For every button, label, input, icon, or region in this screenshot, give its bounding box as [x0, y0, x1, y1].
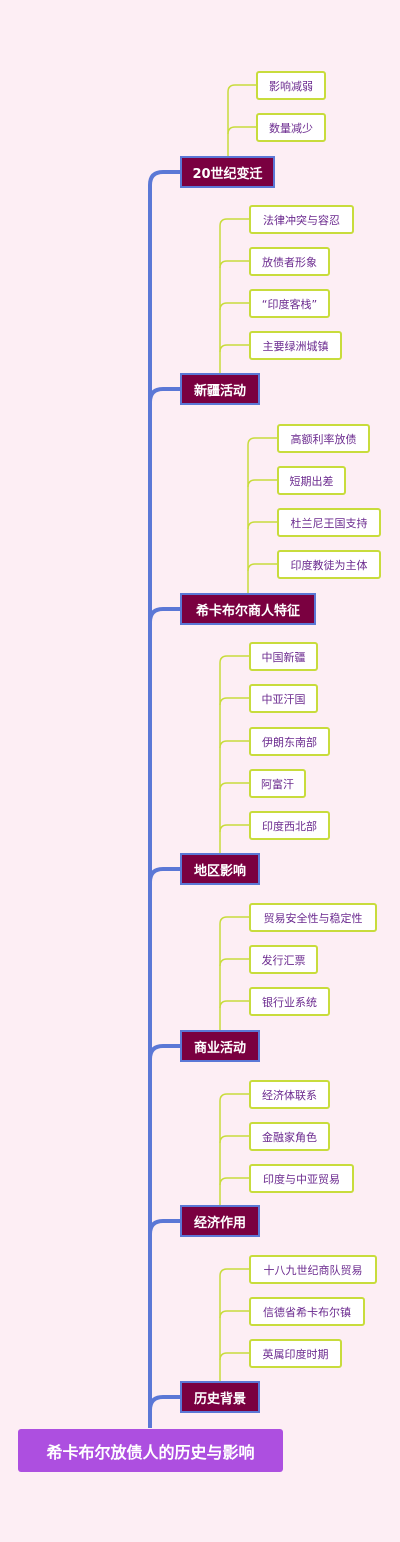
leaf-node[interactable]: 放债者形象	[249, 247, 330, 276]
branch-node-regional-influence[interactable]: 地区影响	[180, 853, 260, 885]
leaf-node[interactable]: 杜兰尼王国支持	[277, 508, 381, 537]
branch-node-historical-background[interactable]: 历史背景	[180, 1381, 260, 1413]
leaf-node[interactable]: 高额利率放债	[277, 424, 370, 453]
leaf-node[interactable]: “印度客栈”	[249, 289, 330, 318]
leaf-node[interactable]: 阿富汗	[249, 769, 306, 798]
leaf-node[interactable]: 影响减弱	[256, 71, 326, 100]
leaf-node[interactable]: 银行业系统	[249, 987, 330, 1016]
branch-node-20th-century[interactable]: 20世纪变迁	[180, 156, 275, 188]
branch-node-xinjiang[interactable]: 新疆活动	[180, 373, 260, 405]
leaf-node[interactable]: 中亚汗国	[249, 684, 318, 713]
branch-node-commerce[interactable]: 商业活动	[180, 1030, 260, 1062]
leaf-node[interactable]: 印度与中亚贸易	[249, 1164, 354, 1193]
leaf-node[interactable]: 数量减少	[256, 113, 326, 142]
leaf-node[interactable]: 英属印度时期	[249, 1339, 342, 1368]
leaf-node[interactable]: 十八九世纪商队贸易	[249, 1255, 377, 1284]
branch-node-merchant-traits[interactable]: 希卡布尔商人特征	[180, 593, 316, 625]
leaf-node[interactable]: 中国新疆	[249, 642, 318, 671]
leaf-node[interactable]: 发行汇票	[249, 945, 318, 974]
leaf-node[interactable]: 法律冲突与容忍	[249, 205, 354, 234]
branch-node-economic-role[interactable]: 经济作用	[180, 1205, 260, 1237]
leaf-node[interactable]: 贸易安全性与稳定性	[249, 903, 377, 932]
leaf-node[interactable]: 印度教徒为主体	[277, 550, 381, 579]
leaf-node[interactable]: 伊朗东南部	[249, 727, 330, 756]
leaf-node[interactable]: 短期出差	[277, 466, 346, 495]
leaf-node[interactable]: 金融家角色	[249, 1122, 330, 1151]
leaf-node[interactable]: 信德省希卡布尔镇	[249, 1297, 365, 1326]
leaf-node[interactable]: 经济体联系	[249, 1080, 330, 1109]
root-topic[interactable]: 希卡布尔放债人的历史与影响	[18, 1429, 283, 1472]
leaf-node[interactable]: 主要绿洲城镇	[249, 331, 342, 360]
leaf-node[interactable]: 印度西北部	[249, 811, 330, 840]
